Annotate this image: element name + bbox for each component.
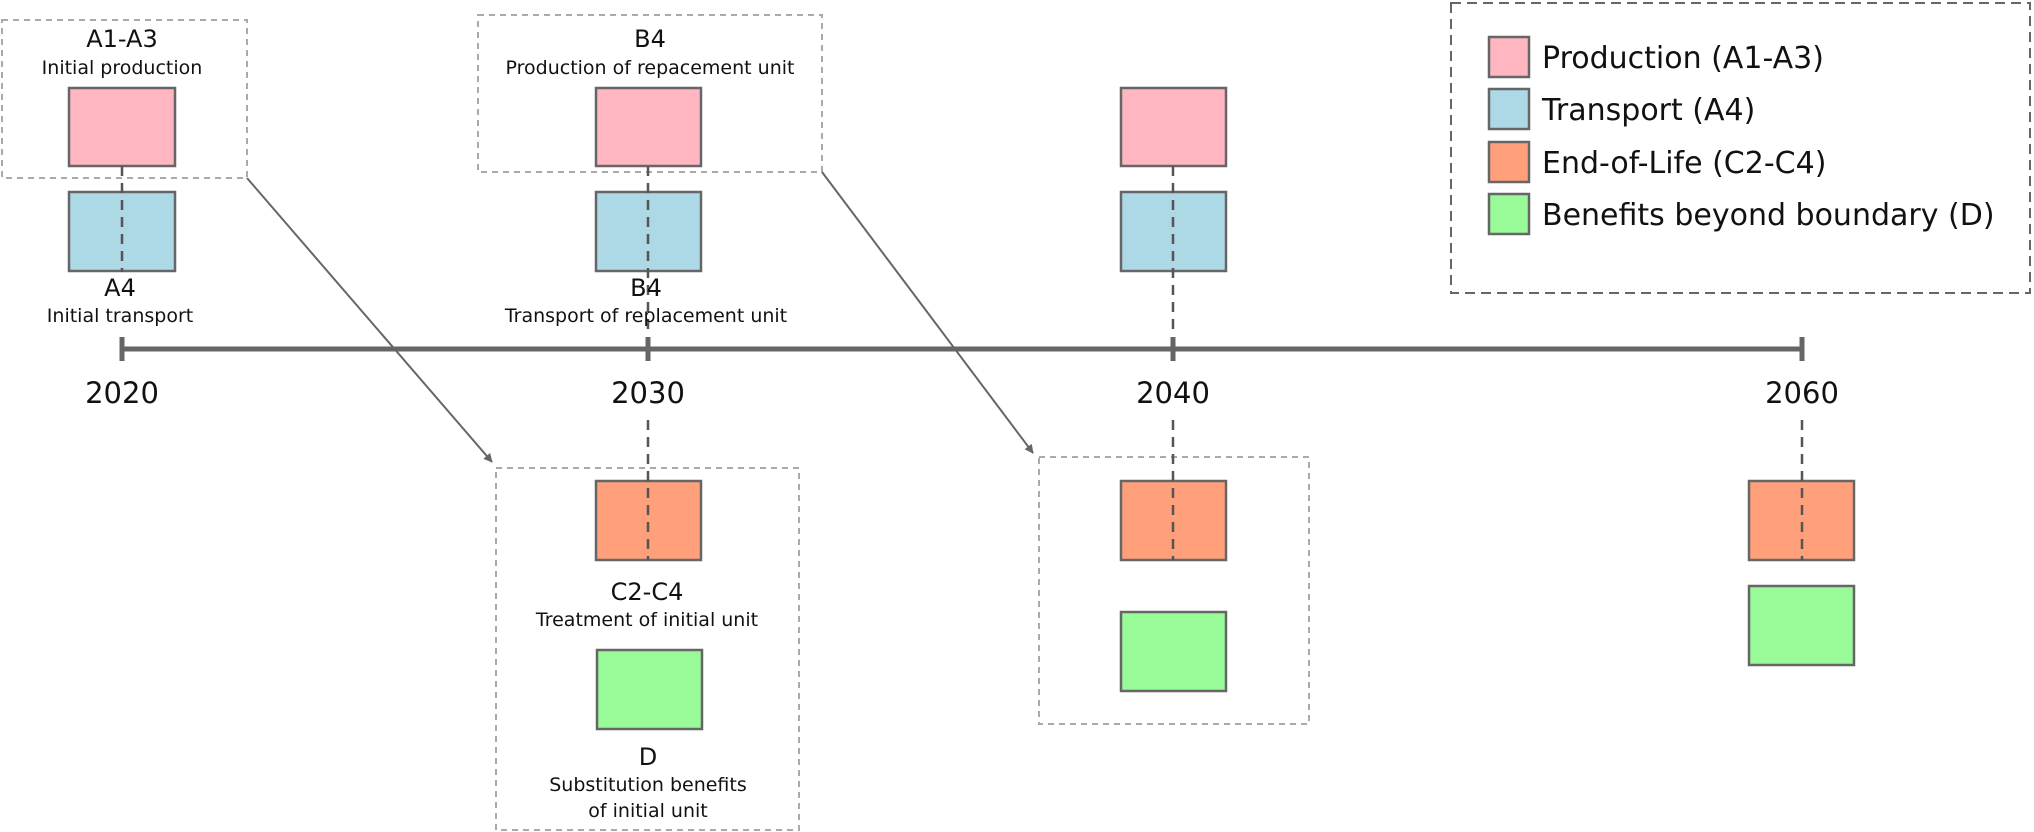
c2c4-description: Treatment of initial unit — [535, 609, 758, 631]
legend-label-transport: Transport (A4) — [1541, 93, 1755, 128]
b4-production-code-label: B4 — [634, 25, 666, 53]
group-box-2030-end-of-life — [495, 467, 800, 831]
d-description-line2: of initial unit — [588, 800, 707, 822]
b4-transport-description: Transport of replacement unit — [504, 305, 787, 327]
group-box-initial-production — [1, 19, 248, 179]
legend-frame — [1450, 2, 2031, 294]
benefits-box-2040 — [1119, 610, 1228, 693]
year-label-2040: 2040 — [1136, 376, 1210, 410]
a1a3-description: Initial production — [42, 57, 203, 79]
b4-production-description: Production of repacement unit — [506, 57, 795, 79]
year-label-2030: 2030 — [611, 376, 685, 410]
benefits-box-2030 — [595, 648, 704, 731]
c2c4-code-label: C2-C4 — [611, 578, 684, 606]
production-box-2030 — [594, 86, 703, 168]
b4-transport-code-label: B4 — [630, 274, 662, 302]
benefits-box-2060 — [1747, 584, 1856, 667]
year-label-2060: 2060 — [1765, 376, 1839, 410]
a4-code-label: A4 — [104, 274, 136, 302]
d-description-line1: Substitution benefits — [549, 774, 747, 796]
year-label-2020: 2020 — [85, 376, 159, 410]
d-code-label: D — [639, 743, 657, 771]
legend-swatch-production — [1487, 35, 1531, 79]
production-box-2040 — [1119, 86, 1228, 168]
legend: Production (A1-A3) Transport (A4) End-of… — [1450, 2, 2031, 294]
production-box-2020 — [67, 86, 177, 168]
legend-swatch-end-of-life — [1487, 140, 1531, 184]
a4-description: Initial transport — [47, 305, 193, 327]
legend-label-production: Production (A1-A3) — [1542, 41, 1824, 76]
group-box-replacement-production — [477, 14, 823, 173]
arrow-initial-to-2030-eol — [246, 177, 493, 463]
a1a3-code-label: A1-A3 — [86, 25, 158, 53]
arrow-replacement-to-2040-eol — [821, 171, 1034, 454]
legend-label-benefits: Benefits beyond boundary (D) — [1542, 198, 1995, 233]
legend-swatch-benefits — [1487, 192, 1531, 236]
legend-label-end-of-life: End-of-Life (C2-C4) — [1542, 146, 1826, 181]
legend-swatch-transport — [1487, 87, 1531, 131]
